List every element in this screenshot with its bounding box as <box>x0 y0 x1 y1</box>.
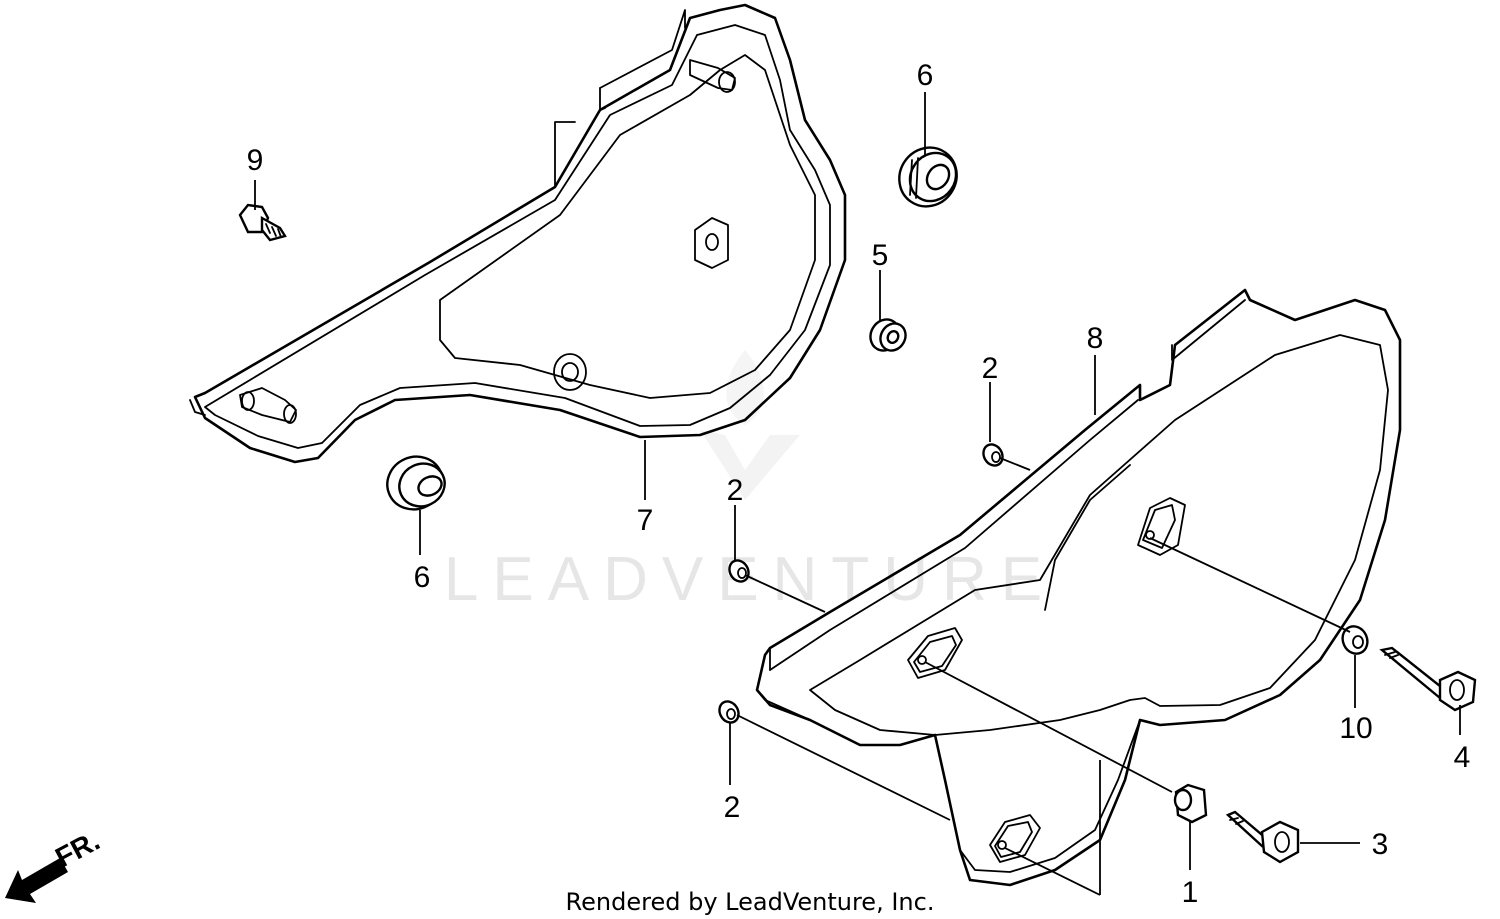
screw-part-9[interactable] <box>238 203 287 242</box>
callout-2-upper[interactable]: 2 <box>982 352 999 385</box>
washer-part-2-lower[interactable] <box>716 698 743 726</box>
callout-labels: 9 6 5 8 2 2 7 6 2 10 4 3 1 <box>247 59 1471 909</box>
render-credit: Rendered by LeadVenture, Inc. <box>566 888 935 916</box>
side-cover-left-part-7[interactable] <box>189 3 847 464</box>
watermark-logo-icon <box>700 350 800 500</box>
collar-part-1[interactable] <box>1173 783 1208 824</box>
collar-part-5[interactable] <box>865 314 911 356</box>
callout-2-lower[interactable]: 2 <box>724 791 741 824</box>
callout-8[interactable]: 8 <box>1087 322 1104 355</box>
callout-9[interactable]: 9 <box>247 144 264 177</box>
fastener-part-4[interactable] <box>1379 646 1477 712</box>
leader-lines <box>254 92 1461 896</box>
side-cover-right-part-8[interactable] <box>755 288 1402 887</box>
grommet-part-6-lower[interactable] <box>379 448 452 519</box>
grommet-part-6-upper[interactable] <box>888 136 968 217</box>
callout-2-middle[interactable]: 2 <box>727 474 744 507</box>
washer-part-10[interactable] <box>1338 622 1372 658</box>
washer-part-2-upper[interactable] <box>980 441 1007 469</box>
washer-part-2-middle[interactable] <box>726 557 753 585</box>
callout-4[interactable]: 4 <box>1454 741 1471 774</box>
callout-5[interactable]: 5 <box>872 239 889 272</box>
callout-7[interactable]: 7 <box>637 504 654 537</box>
watermark: LEADVENTURE <box>444 350 1056 614</box>
front-direction-indicator: FR. <box>5 825 105 903</box>
front-arrow-icon <box>5 858 68 903</box>
watermark-text: LEADVENTURE <box>444 545 1056 614</box>
fastener-part-3[interactable] <box>1225 810 1300 864</box>
callout-3[interactable]: 3 <box>1372 828 1389 861</box>
callout-6-upper[interactable]: 6 <box>917 59 934 92</box>
callout-6-lower[interactable]: 6 <box>414 561 431 594</box>
callout-1[interactable]: 1 <box>1182 876 1199 909</box>
callout-10[interactable]: 10 <box>1339 712 1372 745</box>
